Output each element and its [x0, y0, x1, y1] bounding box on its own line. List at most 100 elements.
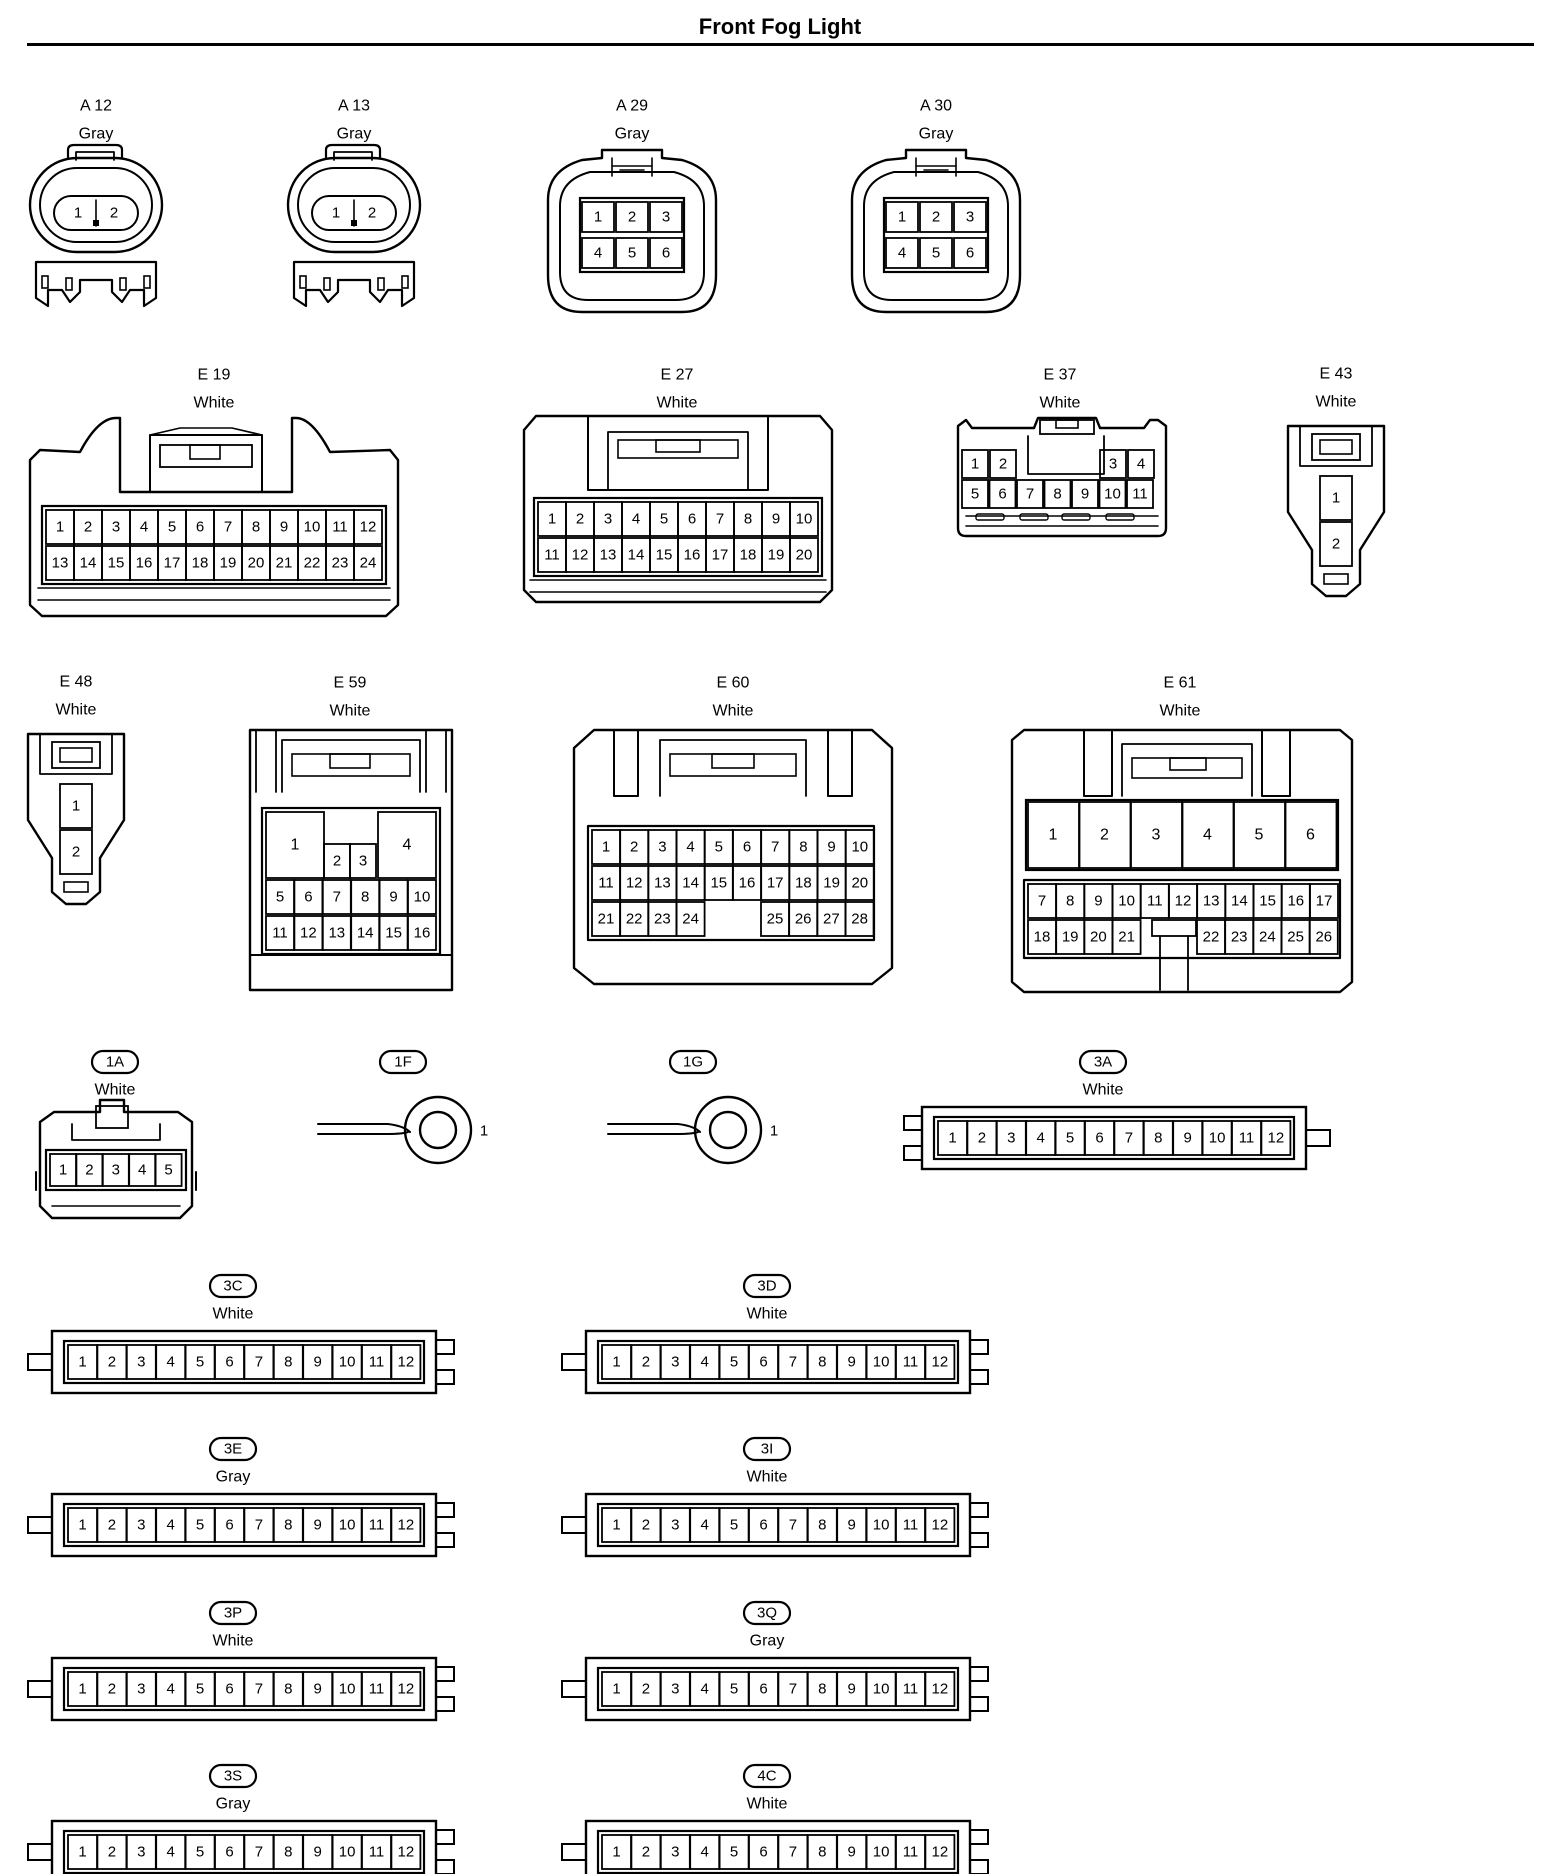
pin-number: 3	[671, 1844, 679, 1861]
pin-number: 25	[767, 911, 784, 928]
pin-number: 11	[332, 519, 348, 536]
connector-color: Gray	[919, 126, 954, 143]
pin-number: 6	[759, 1517, 767, 1534]
pin-cell	[953, 237, 987, 269]
connector-id: E 19	[198, 367, 231, 384]
pin-number: 9	[314, 1681, 322, 1698]
pin-number: 6	[662, 245, 670, 262]
connector-id: 3D	[757, 1278, 776, 1295]
pin-number: 3	[137, 1844, 145, 1861]
pin-number: 12	[360, 519, 377, 536]
pin-number: 6	[759, 1354, 767, 1371]
pin-number: 23	[654, 911, 671, 928]
pin-cell	[615, 237, 649, 269]
pin-number: 2	[108, 1354, 116, 1371]
connector-color: White	[95, 1082, 136, 1099]
pin-number: 5	[1255, 827, 1264, 844]
pin-cell	[1016, 479, 1044, 509]
pin-number: 16	[136, 555, 153, 572]
pin-number: 6	[225, 1844, 233, 1861]
pin-number: 15	[385, 925, 402, 942]
connector-id: 1G	[683, 1054, 703, 1071]
pin-number: 9	[1094, 893, 1102, 910]
pin-number: 12	[932, 1354, 949, 1371]
pin-number: 6	[225, 1681, 233, 1698]
pin-number: 10	[1104, 486, 1121, 503]
pin-number: 3	[137, 1517, 145, 1534]
connector-id: 3Q	[757, 1605, 777, 1622]
pin-number: 12	[398, 1844, 415, 1861]
connector-id: E 37	[1044, 367, 1077, 384]
pin-number: 3	[662, 209, 670, 226]
pin-cell	[885, 237, 919, 269]
connector-id-badge	[208, 1436, 258, 1462]
connector-id-badge	[208, 1600, 258, 1626]
pin-number: 3	[966, 209, 974, 226]
connector-id: A 13	[338, 98, 370, 115]
pin-cell	[1308, 919, 1339, 955]
pin-number: 2	[84, 519, 92, 536]
connector-color: White	[1040, 395, 1081, 412]
pin-number: 17	[712, 547, 729, 564]
pin-cell	[615, 201, 649, 233]
pin-number: 8	[361, 889, 369, 906]
connector-id-badge	[1078, 1049, 1128, 1075]
pin-number: 2	[628, 209, 636, 226]
pin-number: 22	[626, 911, 643, 928]
pin-number: 4	[701, 1844, 709, 1861]
pin-number: 1	[548, 511, 556, 528]
pin-number: 10	[851, 839, 868, 856]
pin-number: 15	[1259, 893, 1276, 910]
pin-number: 9	[848, 1681, 856, 1698]
pin-number: 3	[604, 511, 612, 528]
pin-number: 6	[759, 1681, 767, 1698]
pin-number: 5	[168, 519, 176, 536]
pin-number: 1	[612, 1354, 620, 1371]
pin-cell	[924, 1671, 956, 1707]
pin-number: 9	[848, 1844, 856, 1861]
pin-number: 5	[196, 1354, 204, 1371]
pin-number: 1	[898, 209, 906, 226]
pin-number: 4	[701, 1354, 709, 1371]
pin-cell	[953, 201, 987, 233]
pin-cell	[390, 1344, 422, 1380]
pin-number: 2	[1100, 827, 1109, 844]
title-rule	[27, 43, 1534, 46]
pin-number: 1	[74, 205, 82, 222]
pin-number: 5	[196, 1844, 204, 1861]
pin-number: 24	[682, 911, 699, 928]
connector-id: E 27	[661, 367, 694, 384]
pin-number: 1	[56, 519, 64, 536]
pin-cell	[390, 1507, 422, 1543]
connector-id-badge	[90, 1049, 140, 1075]
pin-number: 11	[544, 547, 560, 564]
pin-number: 17	[767, 875, 784, 892]
pin-number: 1	[594, 209, 602, 226]
pin-number: 11	[1239, 1130, 1255, 1147]
pin-cell	[675, 901, 706, 937]
pin-cell	[353, 545, 383, 581]
connector-id: E 59	[334, 675, 367, 692]
pin-cell	[919, 237, 953, 269]
pin-number: 5	[628, 245, 636, 262]
connector-color: White	[747, 1469, 788, 1486]
pin-number: 2	[72, 844, 80, 861]
pin-number: 22	[1203, 929, 1220, 946]
pin-cell	[1071, 479, 1099, 509]
pin-number: 2	[85, 1162, 93, 1179]
pin-number: 8	[818, 1844, 826, 1861]
pin-number: 7	[789, 1354, 797, 1371]
pin-number: 7	[1038, 893, 1046, 910]
pin-number: 6	[304, 889, 312, 906]
pin-number: 13	[328, 925, 345, 942]
connector-id-badge	[208, 1273, 258, 1299]
pin-number: 3	[1007, 1130, 1015, 1147]
pin-number: 11	[369, 1681, 385, 1698]
